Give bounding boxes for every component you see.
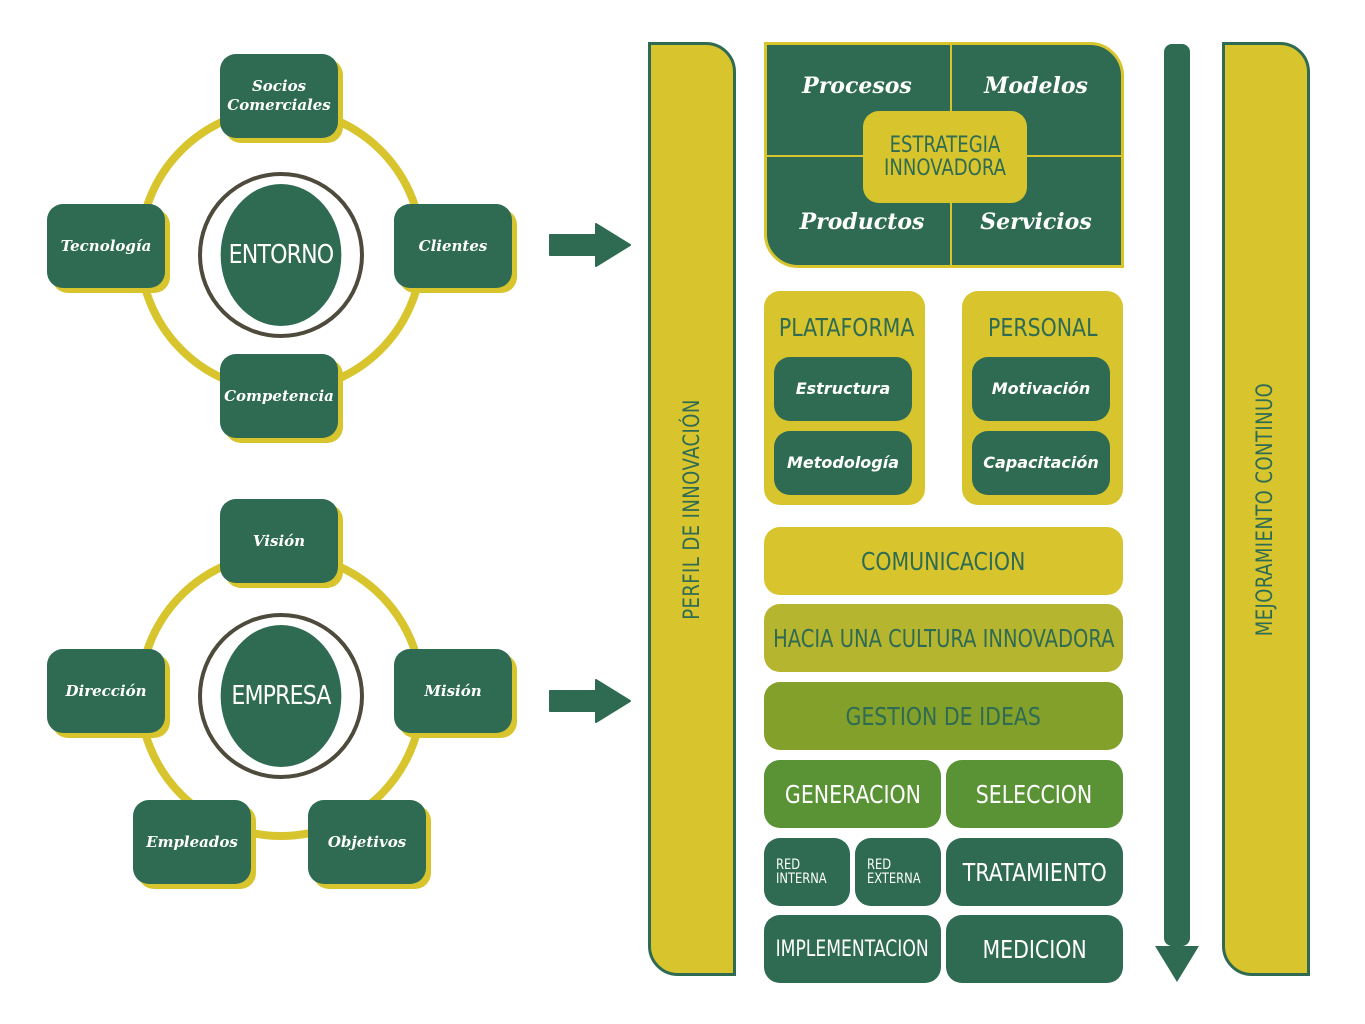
band-gestion-ideas: GESTION DE IDEAS: [764, 682, 1123, 750]
process-tratamiento: TRATAMIENTO: [946, 838, 1123, 906]
plataforma-panel: PLATAFORMA Estructura Metodología: [764, 291, 925, 505]
perfil-innovacion-label: PERFIL DE INNOVACIÓN: [679, 398, 705, 620]
empresa-node-direccion: Dirección: [47, 649, 165, 733]
entorno-center: ENTORNO: [220, 184, 342, 326]
entorno-node-competencia: Competencia: [220, 354, 338, 438]
quadrant-servicios: Servicios: [980, 209, 1092, 235]
empresa-node-vision: Visión: [220, 499, 338, 583]
process-red-interna: RED INTERNA: [764, 838, 850, 906]
process-generacion: GENERACION: [764, 760, 941, 828]
entorno-node-socios: Socios Comerciales: [220, 54, 338, 138]
empresa-node-mision: Misión: [394, 649, 512, 733]
empresa-cycle: EMPRESA Visión Dirección Misión Empleado…: [40, 495, 530, 895]
estrategia-panel: Procesos Modelos Productos Servicios EST…: [764, 42, 1124, 268]
entorno-node-tecnologia: Tecnología: [47, 204, 165, 288]
entorno-cycle: ENTORNO Socios Comerciales Tecnología Cl…: [40, 50, 530, 450]
process-seleccion: SELECCION: [946, 760, 1123, 828]
mejoramiento-continuo-label: MEJORAMIENTO CONTINUO: [1253, 382, 1279, 636]
empresa-node-empleados: Empleados: [133, 800, 251, 884]
band-comunicacion: COMUNICACION: [764, 527, 1123, 595]
estrategia-center: ESTRATEGIA INNOVADORA: [863, 111, 1027, 203]
arrow-right-icon: [549, 679, 631, 723]
mejoramiento-continuo-bar: MEJORAMIENTO CONTINUO: [1222, 42, 1310, 976]
empresa-center: EMPRESA: [220, 625, 342, 767]
entorno-node-clientes: Clientes: [394, 204, 512, 288]
plataforma-item-estructura: Estructura: [774, 357, 912, 421]
plataforma-item-metodologia: Metodología: [774, 431, 912, 495]
plataforma-title: PLATAFORMA: [778, 313, 915, 342]
empresa-node-objetivos: Objetivos: [308, 800, 426, 884]
personal-item-capacitacion: Capacitación: [972, 431, 1110, 495]
personal-title: PERSONAL: [987, 313, 1098, 342]
personal-panel: PERSONAL Motivación Capacitación: [962, 291, 1123, 505]
perfil-innovacion-bar: PERFIL DE INNOVACIÓN: [648, 42, 736, 976]
process-medicion: MEDICION: [946, 915, 1123, 983]
arrow-right-icon: [549, 223, 631, 267]
process-implementacion: IMPLEMENTACION: [764, 915, 941, 983]
band-cultura-innovadora: HACIA UNA CULTURA INNOVADORA: [764, 604, 1123, 672]
quadrant-procesos: Procesos: [802, 73, 912, 99]
personal-item-motivacion: Motivación: [972, 357, 1110, 421]
arrow-down-icon: [1155, 44, 1199, 982]
process-red-externa: RED EXTERNA: [855, 838, 941, 906]
quadrant-modelos: Modelos: [984, 73, 1088, 99]
quadrant-productos: Productos: [799, 209, 925, 235]
